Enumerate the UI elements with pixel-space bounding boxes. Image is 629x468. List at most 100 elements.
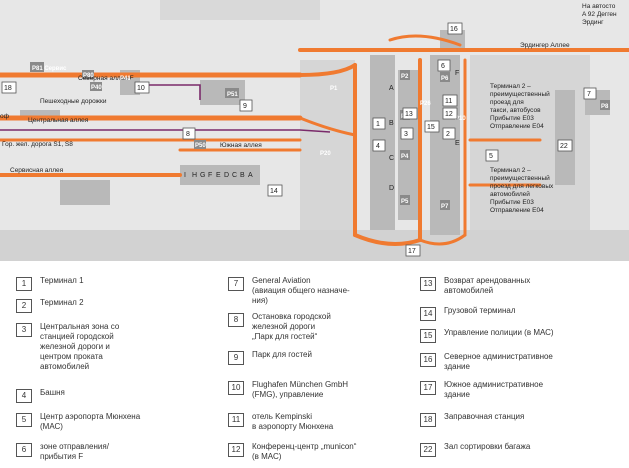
legend-text-2: Терминал 2 [40,298,84,307]
central-area-building [398,70,418,220]
label-central-alley: Центральная аллея [28,117,89,124]
legend-item-9: 9 Парк для гостей [228,350,312,365]
legend-text-1: Терминал 1 [40,276,84,285]
map-number-boxes: 1 2 3 4 5 6 7 8 9 10 11 12 13 14 15 16 1… [1,22,597,257]
legend-item-13: 13 Возврат арендованных автомобилей [420,276,530,296]
note-line-1: Ha автосто [582,3,616,10]
map-box-15 [424,120,440,133]
parking-p2 [400,70,410,80]
label-service-alley: Сервисная аллея [10,167,64,174]
parking-label-p26: P26 [420,101,431,107]
legend-text-15: Управление полиции (в МАС) [444,328,554,337]
t2-cars-1: Терминал 2 – [490,167,531,174]
cargo-terminal-building [180,165,260,185]
t2-taxi-2: преимущественный [490,90,550,98]
map-num-16: 16 [450,26,458,33]
legend-num-17: 17 [420,381,436,395]
legend-item-14: 14 Грузовой терминал [420,306,516,321]
map-box-5 [485,149,499,162]
parking-label-p81: P81 Сервис [32,66,67,72]
legend-text-7: General Aviation (авиация общего назначе… [252,276,350,305]
parking-p8 [600,100,610,110]
parking-label-p2: P2 [401,74,409,80]
legend-text-16: Северное административное здание [444,352,553,371]
parking-label-p80: P80 [83,73,94,79]
note-line-3: Эрдинг [582,19,604,26]
parking-label-p41: P41 [120,76,131,82]
legend-num-13: 13 [420,277,436,291]
label-pedestrian: Пешеходные дорожки [40,98,107,105]
map-box-1 [372,117,386,130]
map-box-7 [583,87,597,100]
map-num-17: 17 [408,248,416,255]
t2-taxi-5: Прибытие E03 [490,114,534,122]
map-box-3 [400,127,414,140]
legend-text-14: Грузовой терминал [444,306,516,315]
legend-num-15: 15 [420,329,436,343]
parking-label-p4: P4 [401,154,409,160]
map-box-16 [447,22,463,35]
map-num-8: 8 [186,131,190,138]
airport-map-svg[interactable]: Северная аллея F Пешеходные дорожки Цент… [0,0,629,261]
legend-num-3: 3 [16,323,32,337]
buildings [20,30,610,235]
map-num-7: 7 [587,91,591,98]
map-box-18 [1,81,17,94]
legend-text-9: Парк для гостей [252,350,312,359]
map-num-1: 1 [376,121,380,128]
map-num-11: 11 [445,98,452,105]
legend-text-5: Центр аэропорта Мюнхена (МАС) [40,412,141,431]
label-north-alley: Северная аллея F [78,75,134,82]
legend-num-9: 9 [228,351,244,365]
legend-num-7: 7 [228,277,244,291]
parking-label-p51: P51 [227,92,238,98]
parking-label-p20: P20 [320,151,331,157]
map-box-8 [182,127,196,140]
map-box-17 [405,244,421,257]
map-num-22: 22 [560,143,568,150]
map-legend: 1 Терминал 1 2 Терминал 2 3 Центральная … [0,262,629,468]
cargo-h: H [192,172,197,179]
terminal2-taxi-note: Терминал 2 – преимущественный проезд для… [490,83,550,130]
legend-text-8: Остановка городской железной дороги „Пар… [252,312,331,341]
note-line-2: A 92 Дегген [582,11,617,18]
map-box-9 [239,99,253,112]
map-box-10 [134,81,150,94]
t2-taxi-4: такси, автобусов [490,106,541,114]
legend-num-22: 22 [420,443,436,457]
cargo-c: C [232,172,237,179]
parking-label-p1: P1 [330,86,338,92]
legend-item-7: 7 General Aviation (авиация общего назна… [228,276,350,306]
legend-item-1: 1 Терминал 1 [16,276,84,291]
label-railway: Гор. жел. дорога S1, S8 [2,141,73,148]
parking-markers [30,62,610,210]
parking-label-p8: P8 [601,104,609,110]
legend-item-3: 3 Центральная зона со станцией городской… [16,322,119,372]
map-box-4 [372,139,386,152]
label-erdinger-allee: Эрдингер Аллее [520,42,570,49]
service-building [60,180,110,205]
parking-p40 [90,82,102,91]
airport-map[interactable]: Северная аллея F Пешеходные дорожки Цент… [0,0,629,261]
legend-num-2: 2 [16,299,32,313]
map-box-6 [437,59,451,72]
hall-a: A [389,85,394,92]
t2-taxi-1: Терминал 2 – [490,83,531,90]
map-box-13 [402,107,418,120]
map-box-22 [557,139,573,152]
map-num-6: 6 [441,63,445,70]
map-num-18: 18 [4,85,12,92]
map-num-4: 4 [376,143,380,150]
map-num-10: 10 [137,85,145,92]
cargo-a: A [248,172,253,179]
map-box-2 [442,127,456,140]
apron-terminal1 [300,60,355,250]
parking-label-p50: P50 [195,143,206,149]
label-south-alley: Южная аллея [220,142,262,149]
map-box-11 [442,94,458,107]
legend-text-4: Башня [40,388,65,397]
legend-text-17: Южное административное здание [444,380,544,399]
legend-item-8: 8 Остановка городской железной дороги „П… [228,312,331,342]
parking-p50 [194,140,206,149]
legend-num-1: 1 [16,277,32,291]
